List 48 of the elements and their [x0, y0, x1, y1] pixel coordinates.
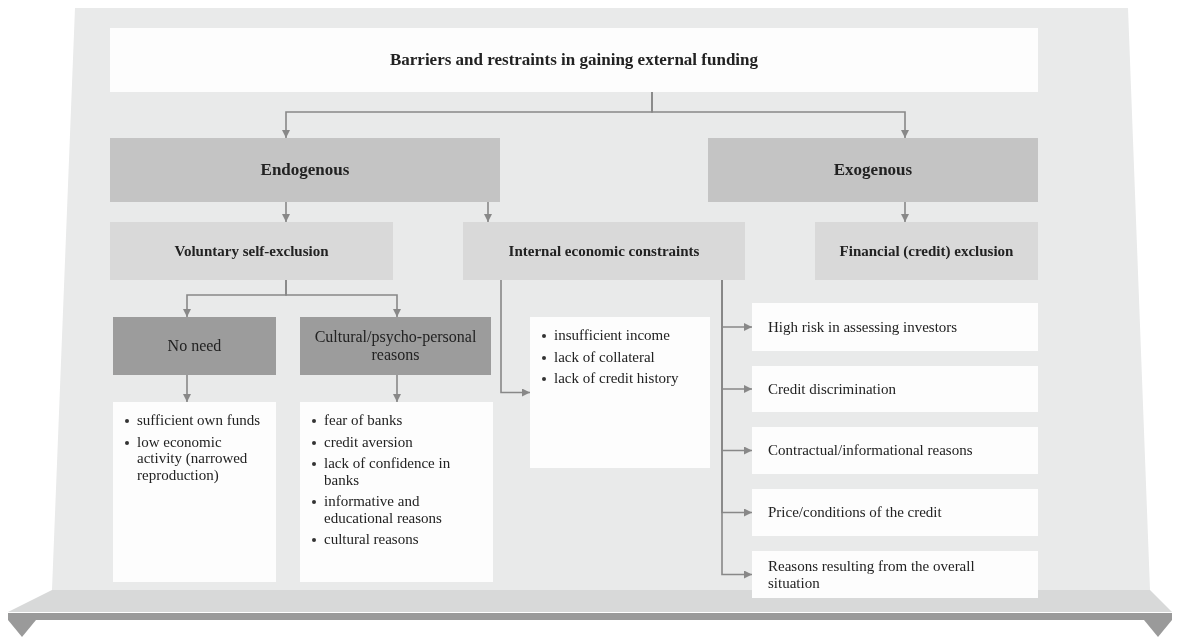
box-label: Internal economic constraints	[508, 242, 700, 260]
arrow	[721, 279, 753, 579]
box-label: Financial (credit) exclusion	[839, 242, 1014, 260]
list-box	[530, 317, 710, 468]
subcategory-box	[463, 222, 745, 280]
reason-box	[300, 317, 491, 375]
list-item: low economic activity (narrowed reproduction)	[123, 433, 268, 483]
list-item: cultural reasons	[310, 531, 485, 548]
box-label: Reasons resulting from the overall situation	[768, 558, 976, 591]
box-label: Cultural/psycho-personal reasons	[313, 328, 478, 364]
reason-box	[752, 551, 1038, 598]
arrow	[651, 91, 909, 139]
box-label: Voluntary self-exclusion	[174, 242, 329, 260]
reason-box	[752, 303, 1038, 351]
subcategory-box	[815, 222, 1038, 280]
box-label: Credit discrimination	[768, 380, 897, 398]
box-label: Endogenous	[260, 160, 350, 180]
list-item: informative and educational reasons	[310, 493, 485, 526]
category-box	[708, 138, 1038, 202]
category-box	[110, 138, 500, 202]
list-item: sufficient own funds	[123, 412, 268, 429]
box-label: No need	[167, 337, 222, 355]
reason-box	[752, 366, 1038, 412]
arrow	[500, 279, 531, 397]
heading-box	[110, 28, 1038, 92]
reason-box	[752, 489, 1038, 536]
list-item: credit aversion	[310, 433, 485, 450]
box-label: High risk in assessing investors	[768, 318, 959, 336]
list-item: lack of collateral	[540, 348, 702, 365]
box-label: Exogenous	[833, 160, 913, 180]
reason-box	[752, 427, 1038, 474]
arrow	[183, 374, 191, 403]
box-label: Price/conditions of the credit	[768, 504, 943, 521]
arrow	[282, 201, 290, 223]
list-item: fear of banks	[310, 412, 485, 429]
subcategory-box	[110, 222, 393, 280]
arrow	[484, 201, 492, 223]
reason-box	[113, 317, 276, 375]
box-label: Barriers and restraints in gaining external funding	[389, 50, 758, 70]
list-box	[300, 402, 493, 582]
list-item: insufficient income	[540, 327, 702, 344]
arrow	[901, 201, 909, 223]
arrow	[285, 279, 401, 318]
list-item: lack of confidence in banks	[310, 455, 485, 488]
arrow	[393, 374, 401, 403]
list-item: lack of credit history	[540, 370, 702, 387]
box-label: Contractual/informational reasons	[768, 442, 974, 459]
list-box	[113, 402, 276, 582]
